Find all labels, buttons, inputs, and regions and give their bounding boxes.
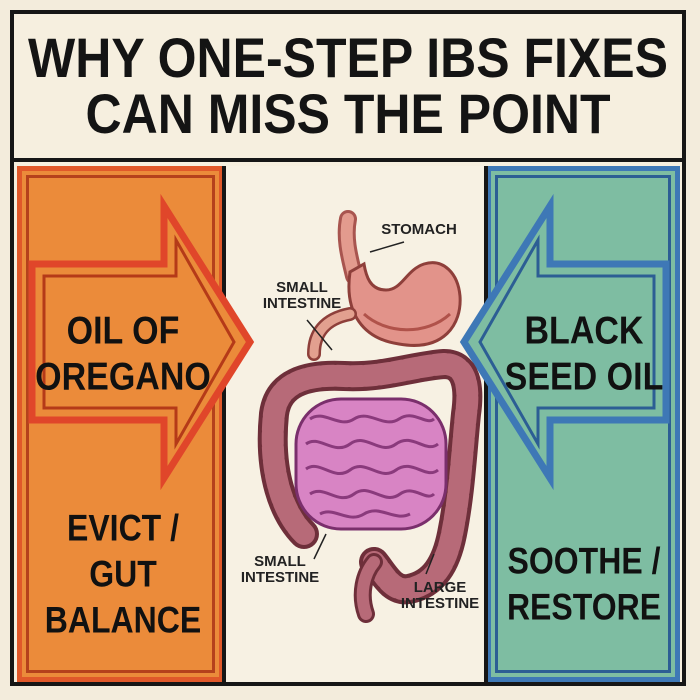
small-intestine-icon — [294, 397, 448, 531]
evict-gut-balance-label: EVICT / GUT BALANCE — [44, 507, 202, 641]
poster-frame: WHY ONE-STEP IBS FIXES CAN MISS THE POIN… — [10, 10, 686, 686]
stomach-icon — [347, 261, 462, 347]
black-seed-oil-label: BLACK SEED OIL — [504, 309, 664, 399]
right-pointing-arrow-icon — [28, 193, 255, 491]
right-divider — [484, 166, 488, 682]
left-divider — [222, 166, 226, 682]
small-intestine-top-label: SMALL INTESTINE — [262, 279, 342, 312]
oil-of-oregano-label: OIL OF OREGANO — [35, 309, 211, 399]
soothe-restore-label: SOOTHE / RESTORE — [506, 540, 662, 628]
title-banner: WHY ONE-STEP IBS FIXES CAN MISS THE POIN… — [14, 14, 682, 162]
large-intestine-label: LARGE INTESTINE — [400, 579, 480, 612]
large-intestine-icon — [257, 349, 483, 623]
stomach-label: STOMACH — [381, 221, 457, 238]
arrows-and-organs — [28, 193, 670, 623]
title-line-2: CAN MISS THE POINT — [85, 82, 611, 146]
title-line-1: WHY ONE-STEP IBS FIXES — [28, 26, 668, 90]
left-pointing-arrow-icon — [459, 193, 670, 491]
small-intestine-bottom-label: SMALL INTESTINE — [240, 553, 320, 586]
